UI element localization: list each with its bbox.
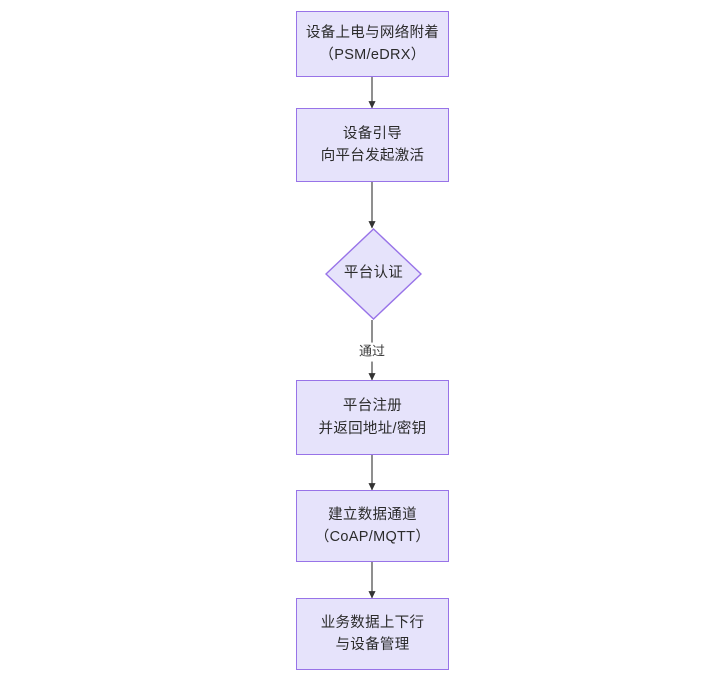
node-business-data-line-2: 与设备管理 (335, 637, 410, 653)
node-bootstrap-line-2: 向平台发起激活 (320, 148, 425, 164)
node-power-on-line-2: （PSM/eDRX） (319, 47, 426, 63)
diamond-shape (325, 228, 422, 320)
node-power-on-line-1: 设备上电与网络附着 (305, 24, 440, 41)
node-platform-register[interactable]: 平台注册 并返回地址/密钥 (296, 380, 449, 455)
edge-label-pass: 通过 (355, 342, 389, 362)
node-power-on[interactable]: 设备上电与网络附着 （PSM/eDRX） (296, 11, 449, 77)
node-platform-auth-label: 平台认证 (343, 265, 404, 282)
node-platform-register-line-1: 平台注册 (342, 398, 403, 415)
node-data-channel-line-2: （CoAP/MQTT） (314, 529, 431, 545)
node-data-channel-line-1: 建立数据通道 (328, 506, 417, 523)
node-platform-register-line-2: 并返回地址/密钥 (318, 420, 427, 437)
node-business-data-line-1: 业务数据上下行 (320, 614, 425, 631)
node-bootstrap[interactable]: 设备引导 向平台发起激活 (296, 108, 449, 182)
node-data-channel[interactable]: 建立数据通道 （CoAP/MQTT） (296, 490, 449, 562)
node-business-data[interactable]: 业务数据上下行 与设备管理 (296, 598, 449, 670)
node-bootstrap-line-1: 设备引导 (342, 125, 403, 142)
node-platform-auth[interactable]: 平台认证 (325, 228, 422, 320)
